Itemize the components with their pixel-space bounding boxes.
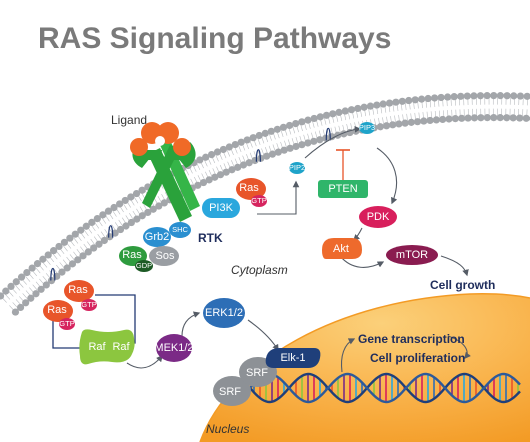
elk1-protein: Elk-1	[265, 348, 321, 368]
mek-label: MEK1/2	[154, 342, 193, 354]
srf-a-label: SRF	[219, 386, 241, 398]
gene-transcription-label: Gene transcription	[358, 332, 465, 346]
ras-left-b-label: Ras	[68, 284, 88, 296]
grb2-protein: Grb2	[143, 227, 171, 247]
pip3: PIP3	[359, 122, 375, 134]
arrow-erk-to-elk1	[247, 319, 279, 352]
page-title: RAS Signaling Pathways	[38, 22, 391, 55]
arrow-raf-to-mek	[126, 354, 163, 369]
pathway-arrows	[52, 126, 471, 373]
pi3k-label: PI3K	[209, 202, 234, 214]
srf-b-label: SRF	[246, 367, 268, 379]
ras-gtp-left-a: Ras GTP	[43, 300, 75, 330]
arrow-ras-to-raf-left	[52, 318, 82, 349]
sos-protein: Sos	[149, 246, 179, 266]
erk-protein: ERK1/2	[203, 298, 245, 328]
ligand	[130, 122, 191, 156]
arrow-pdk-to-akt	[353, 227, 363, 241]
cell-growth-label: Cell growth	[430, 278, 495, 292]
ras-top-label: Ras	[239, 182, 259, 194]
arrow-to-cell-proliferation	[447, 335, 471, 360]
cell-proliferation-label: Cell proliferation	[370, 351, 465, 365]
arrow-pip2-to-pip3	[304, 126, 362, 159]
gtp-left-a-label: GTP	[59, 319, 74, 328]
membrane-anchors	[50, 127, 331, 281]
gtp-left-b-label: GTP	[81, 300, 96, 309]
srf-a-protein: SRF	[213, 376, 251, 406]
elk1-label: Elk-1	[280, 352, 305, 364]
pten-label: PTEN	[328, 183, 357, 195]
mtor-protein: mTOR	[386, 245, 438, 265]
arrow-akt-to-mtor	[339, 255, 385, 268]
pip2: PIP2	[289, 162, 305, 174]
cytoplasm-label: Cytoplasm	[231, 263, 288, 277]
arrow-pip3-to-pdk	[376, 147, 398, 205]
pten-protein: PTEN	[318, 180, 368, 198]
nucleus-label: Nucleus	[206, 422, 249, 436]
ras-gtp-top: Ras GTP	[236, 178, 267, 207]
pip2-label: PIP2	[289, 163, 305, 172]
sos-label: Sos	[156, 250, 175, 262]
mtor-label: mTOR	[396, 249, 428, 261]
rtk-label: RTK	[198, 231, 223, 245]
mek-protein: MEK1/2	[154, 334, 194, 362]
akt-label: Akt	[333, 243, 349, 255]
arrow-mek-to-erk	[181, 311, 201, 337]
pdk-protein: PDK	[359, 206, 397, 228]
erk-label: ERK1/2	[205, 307, 243, 319]
dna-helix	[249, 372, 521, 404]
arrow-pi3k-to-pip2	[257, 180, 300, 215]
raf-b-label: Raf	[112, 341, 130, 353]
dna-strand-a	[249, 372, 521, 404]
ras-gtp-left-b: Ras GTP	[64, 280, 97, 311]
akt-protein: Akt	[322, 238, 362, 259]
shc-label: SHC	[172, 225, 188, 234]
pip3-label: PIP3	[359, 123, 375, 132]
gdp-label: GDP	[136, 261, 152, 270]
dna-base-pairs	[253, 374, 519, 402]
ligand-label: Ligand	[111, 113, 147, 127]
raf-a-label: Raf	[88, 341, 106, 353]
pdk-label: PDK	[367, 211, 390, 223]
ras-left-a-label: Ras	[47, 304, 67, 316]
raf-dimer: Raf Raf	[79, 329, 135, 365]
ras-gdp-label: Ras	[122, 249, 142, 261]
pi3k-protein: PI3K	[202, 198, 240, 218]
ras-gdp: Ras GDP	[119, 246, 153, 272]
gtp-top-label: GTP	[251, 196, 266, 205]
cell-membrane	[0, 92, 530, 316]
shc-protein: SHC	[169, 222, 191, 238]
arrow-mtor-to-cellgrowth	[440, 255, 469, 277]
arrow-to-gene-transcription	[340, 338, 356, 373]
dna-strand-b	[249, 372, 521, 404]
grb2-label: Grb2	[145, 231, 169, 243]
